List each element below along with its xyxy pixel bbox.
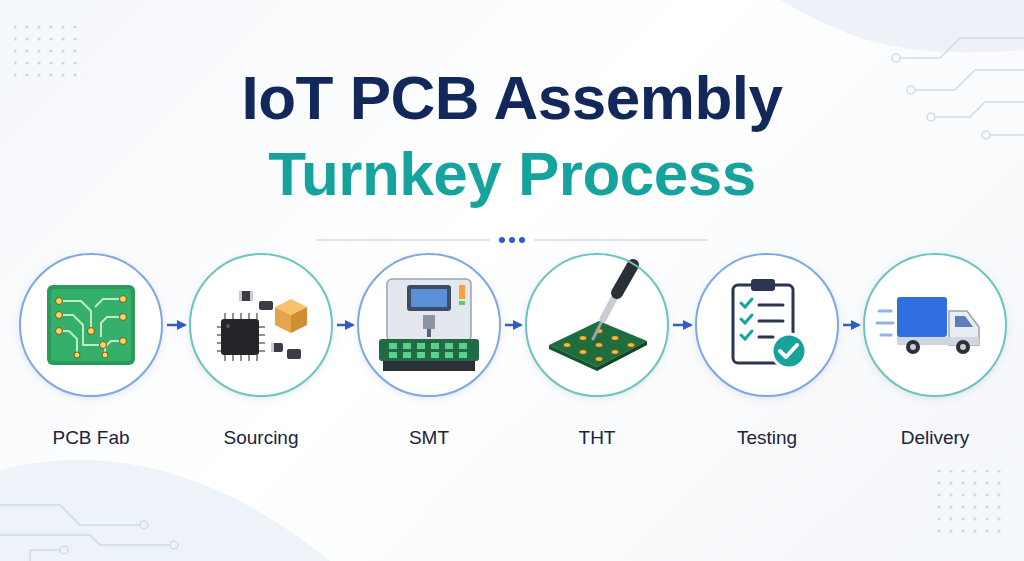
step-label: Delivery bbox=[833, 427, 1024, 449]
step-label: SMT bbox=[327, 427, 531, 449]
process-step: THT bbox=[525, 253, 669, 449]
step-label: Sourcing bbox=[159, 427, 363, 449]
flow-arrow bbox=[673, 324, 691, 327]
step-circle bbox=[695, 253, 839, 397]
diagram-title: IoT PCB Assembly Turnkey Process bbox=[162, 60, 862, 212]
process-step: Delivery bbox=[863, 253, 1007, 449]
step-circle bbox=[19, 253, 163, 397]
flow-arrow bbox=[505, 324, 521, 327]
step-label: THT bbox=[495, 427, 699, 449]
process-step: SMT bbox=[357, 253, 501, 449]
step-label: Testing bbox=[665, 427, 869, 449]
process-step: PCB Fab bbox=[19, 253, 163, 449]
process-step: Sourcing bbox=[189, 253, 333, 449]
step-circle bbox=[357, 253, 501, 397]
flow-arrow bbox=[337, 324, 353, 327]
step-label: PCB Fab bbox=[0, 427, 193, 449]
flow-arrow bbox=[843, 324, 859, 327]
step-circle bbox=[863, 253, 1007, 397]
step-circle bbox=[525, 253, 669, 397]
step-circle bbox=[189, 253, 333, 397]
process-step: Testing bbox=[695, 253, 839, 449]
flow-arrow bbox=[167, 324, 185, 327]
